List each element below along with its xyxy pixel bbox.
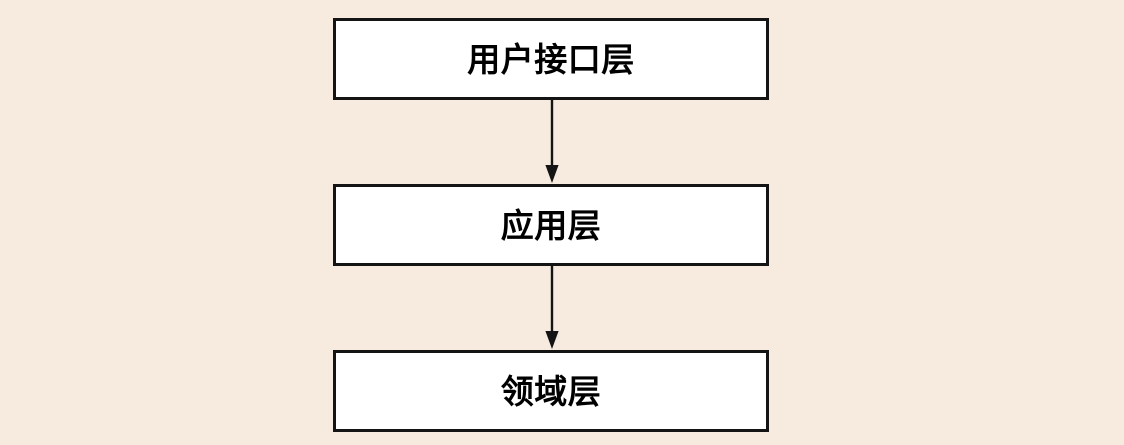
node-label-application-layer: 应用层 — [500, 206, 602, 244]
node-label-domain-layer: 领域层 — [500, 372, 602, 410]
node-domain-layer[interactable]: 领域层 — [333, 350, 769, 432]
arrow-down-icon — [545, 100, 559, 183]
arrow-down-icon — [545, 266, 559, 349]
edge-arrow-application-to-domain — [545, 266, 559, 350]
node-application-layer[interactable]: 应用层 — [333, 184, 769, 266]
edge-arrow-ui-to-application — [545, 100, 559, 184]
node-user-interface-layer[interactable]: 用户接口层 — [333, 18, 769, 100]
node-label-user-interface-layer: 用户接口层 — [467, 40, 635, 78]
